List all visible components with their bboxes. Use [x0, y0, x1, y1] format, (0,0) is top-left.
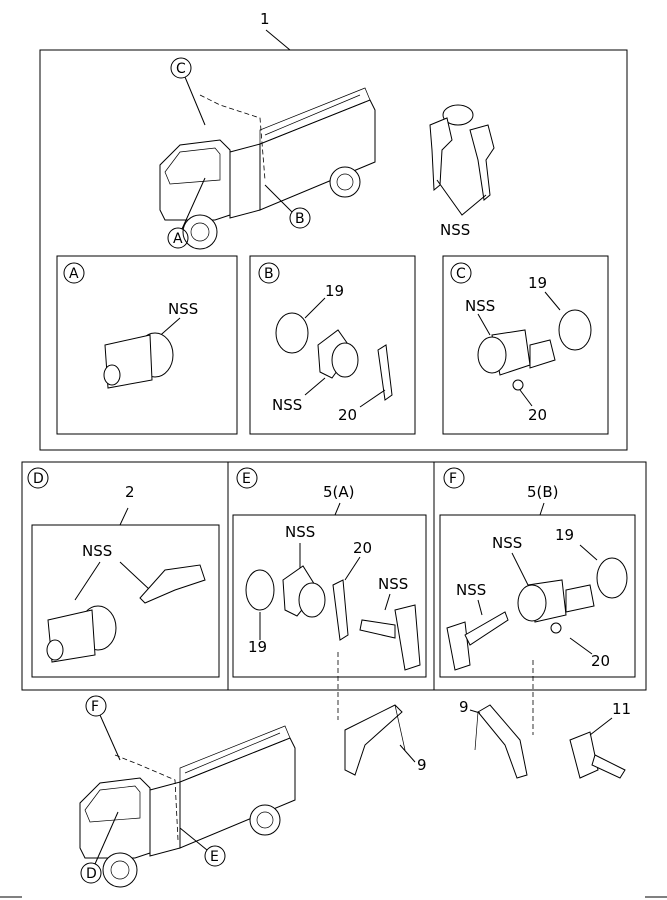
callout-gasket-e: 19 — [248, 638, 267, 656]
callout-clip-f: 20 — [591, 652, 610, 670]
panel-letter-a: A — [69, 266, 79, 282]
svg-text:C: C — [176, 61, 186, 77]
svg-text:F: F — [91, 699, 99, 715]
nss-panel-f-cyl: NSS — [492, 534, 522, 552]
lock-cylinder-d — [46, 605, 117, 663]
panel-letter-e: E — [242, 471, 251, 487]
marker-d-bottom — [80, 862, 102, 884]
callout-gasket-f: 19 — [555, 526, 574, 544]
marker-b-top — [289, 207, 311, 229]
keys-top — [429, 104, 495, 201]
nss-panel-f-key: NSS — [456, 581, 486, 599]
gasket-e — [245, 569, 275, 611]
panel-d — [31, 524, 220, 678]
gasket-b — [275, 312, 309, 354]
key-blank — [569, 731, 626, 779]
lock-cylinder-c — [477, 329, 556, 391]
svg-text:A: A — [173, 231, 183, 247]
gasket-f — [596, 557, 628, 599]
svg-text:B: B — [295, 211, 305, 227]
callout-key-blank: 11 — [612, 700, 631, 718]
nss-keys-top: NSS — [440, 221, 470, 239]
panel-c — [442, 255, 609, 435]
gasket-c — [558, 309, 592, 351]
panel-b — [249, 255, 416, 435]
lock-cylinder-b — [317, 329, 393, 401]
callout-striker-right: 9 — [459, 698, 469, 716]
lock-cylinder-a — [103, 332, 174, 389]
lock-cylinder-e — [282, 565, 349, 641]
callout-gasket-c: 19 — [528, 274, 547, 292]
callout-clip-b: 20 — [338, 406, 357, 424]
kit-box — [39, 49, 628, 451]
marker-c-top — [170, 57, 192, 79]
callout-striker-left: 9 — [417, 756, 427, 774]
nss-panel-d: NSS — [82, 542, 112, 560]
key-d — [139, 564, 206, 604]
nss-panel-e-cyl: NSS — [285, 523, 315, 541]
marker-a-top — [167, 227, 189, 249]
svg-text:D: D — [86, 866, 97, 882]
panel-e — [232, 514, 427, 678]
leader-kit — [265, 29, 291, 51]
svg-text:E: E — [210, 849, 219, 865]
truck-illustration-bottom — [79, 725, 296, 888]
striker-right — [474, 704, 528, 779]
nss-panel-e-key: NSS — [378, 575, 408, 593]
lock-cylinder-f — [517, 579, 595, 634]
key-f — [446, 611, 509, 671]
marker-f-bottom — [85, 695, 107, 717]
panel-letter-d: D — [33, 471, 44, 487]
callout-lock-b: 5(B) — [527, 483, 559, 501]
callout-lock-a: 5(A) — [323, 483, 355, 501]
marker-e-bottom — [204, 845, 226, 867]
dash-c — [199, 94, 266, 181]
leader-nss-keys — [436, 179, 487, 216]
callout-clip-e: 20 — [353, 539, 372, 557]
panel-letter-f: F — [449, 471, 457, 487]
panel-f — [439, 514, 636, 678]
panel-letter-b: B — [264, 266, 274, 282]
nss-panel-c: NSS — [465, 297, 495, 315]
truck-illustration-top — [159, 87, 376, 250]
striker-left — [344, 704, 406, 776]
nss-panel-b: NSS — [272, 396, 302, 414]
nss-panel-a: NSS — [168, 300, 198, 318]
lower-box — [21, 461, 647, 691]
key-e — [359, 604, 421, 671]
callout-clip-c: 20 — [528, 406, 547, 424]
callout-kit: 1 — [260, 10, 270, 28]
callout-gasket-b: 19 — [325, 282, 344, 300]
callout-key-set-d: 2 — [125, 483, 135, 501]
panel-letter-c: C — [456, 266, 466, 282]
panel-a — [56, 255, 238, 435]
